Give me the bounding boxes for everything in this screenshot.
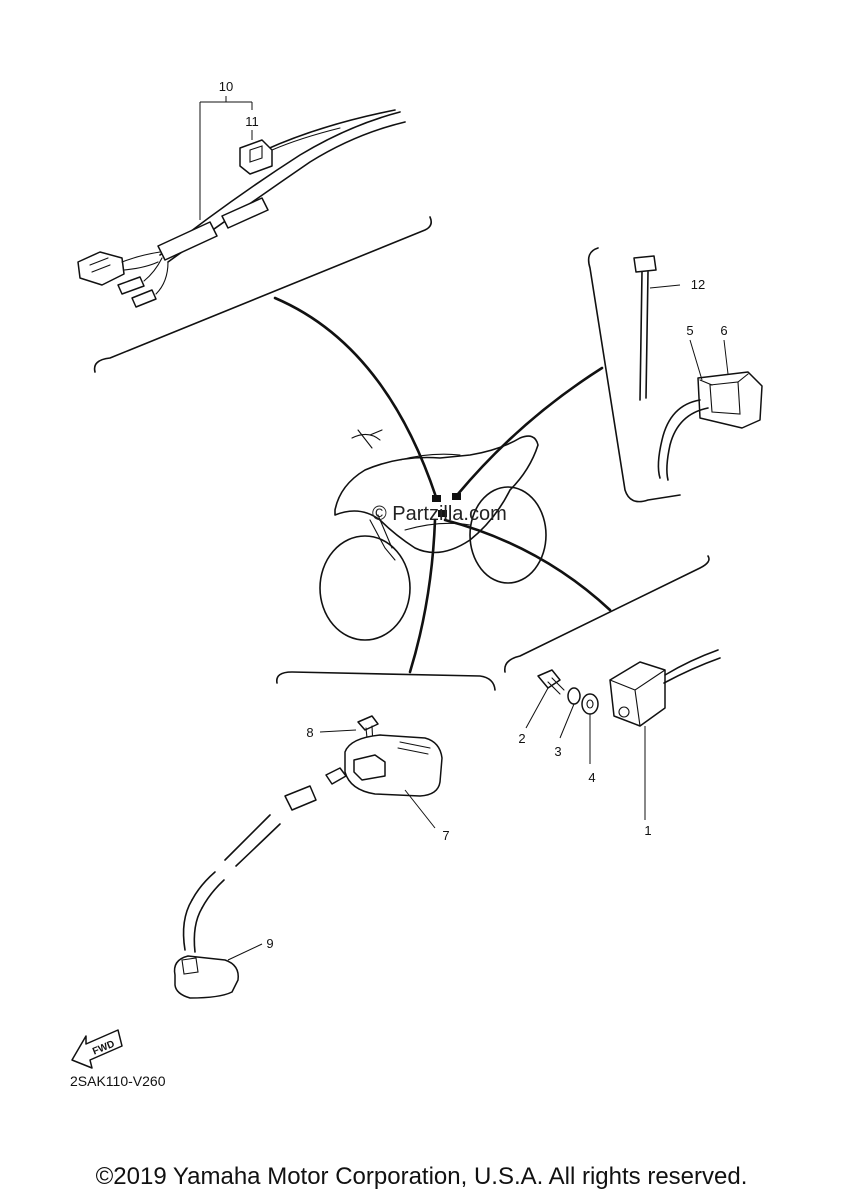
- diagram-code: 2SAK110-V260: [70, 1073, 166, 1089]
- ignition-panel: 8 7 9: [173, 671, 496, 999]
- curve-harness-to-bike: [273, 296, 438, 499]
- harness-panel: 10 11: [77, 79, 432, 373]
- callout-12: 12: [691, 277, 705, 292]
- callout-11: 11: [245, 114, 259, 129]
- coupler-detail: [89, 257, 111, 273]
- relay-cable: [657, 399, 709, 481]
- coil-ribs: [397, 741, 431, 755]
- component-location-3: [438, 510, 447, 517]
- curve-coil-to-bike: [408, 518, 437, 674]
- relay-panel-border: [587, 247, 681, 503]
- bullet-terminal-2: [131, 289, 157, 308]
- frame-line: [404, 522, 471, 531]
- lead-section-1: [224, 814, 281, 867]
- bullet-terminal-1: [117, 276, 145, 295]
- curve-relay-to-bike: [456, 366, 604, 496]
- coil-terminal: [325, 767, 347, 785]
- copyright-notice: ©2019 Yamaha Motor Corporation, U.S.A. A…: [95, 1163, 748, 1190]
- callout-4: 4: [588, 770, 595, 785]
- harness-sleeve-1: [157, 221, 218, 261]
- rear-wheel: [469, 486, 547, 584]
- cdi-unit-part-1: [609, 661, 666, 727]
- cdi-unit-mount: [618, 706, 630, 718]
- front-wheel: [319, 535, 411, 641]
- callout-7: 7: [442, 828, 449, 843]
- callout-10: 10: [219, 79, 233, 94]
- callout-bracket-10: [199, 96, 253, 220]
- wire-branch: [264, 109, 396, 151]
- cable-tie-strap: [639, 271, 649, 401]
- cdi-unit-edges: [609, 669, 666, 727]
- cdi-panel: 2 3 4 1: [503, 555, 721, 838]
- connector-part-11: [239, 139, 273, 175]
- leader-8: [319, 729, 357, 733]
- curve-cdi-to-bike: [443, 518, 612, 612]
- leader-12: [649, 284, 681, 289]
- bike-body: [334, 435, 539, 554]
- lead-section-2: [191, 871, 225, 909]
- callout-9: 9: [266, 936, 273, 951]
- handlebar: [351, 429, 383, 449]
- relay-panel: 12 5 6: [587, 247, 763, 503]
- bolt-part-2: [537, 669, 561, 689]
- callout-8: 8: [306, 725, 313, 740]
- plug-cap-boot: [181, 957, 199, 975]
- callout-3: 3: [554, 744, 561, 759]
- callout-6: 6: [720, 323, 727, 338]
- washer-4-hole: [586, 699, 594, 709]
- motorcycle-silhouette: [319, 429, 547, 641]
- callout-1: 1: [644, 823, 651, 838]
- cable-tie-head: [633, 255, 657, 273]
- leaders-5-6: [689, 339, 729, 381]
- connector-11-wire: [271, 127, 341, 151]
- component-location-2: [452, 493, 461, 500]
- bolt-2-thread: [547, 677, 565, 695]
- leader-9: [227, 943, 263, 961]
- ignition-coil-part-7: [344, 734, 443, 797]
- relay-front-face: [709, 381, 741, 415]
- callout-2: 2: [518, 731, 525, 746]
- lead-section-3: [182, 899, 203, 953]
- cdi-leaders: [525, 687, 646, 820]
- component-location-1: [432, 495, 441, 502]
- bullet-leads: [143, 257, 169, 295]
- lead-connector: [284, 785, 317, 811]
- fork-and-seat: [369, 453, 461, 561]
- cdi-panel-border: [503, 555, 710, 673]
- ignition-panel-border: [275, 671, 496, 691]
- cdi-unit-cable: [663, 649, 721, 684]
- coupler-leads: [121, 251, 161, 271]
- harness-sleeve-2: [221, 197, 269, 229]
- relay-part-5-6: [697, 371, 763, 429]
- washer-part-3: [567, 687, 581, 705]
- relay-edges: [699, 373, 749, 386]
- wire-harness-upper: [159, 111, 401, 256]
- harness-panel-border: [93, 216, 432, 373]
- spark-plug-cap-part-9: [173, 955, 239, 999]
- watermark: © Partzilla.com: [372, 503, 507, 525]
- leader-7: [404, 789, 436, 829]
- connector-11-detail: [249, 145, 263, 163]
- callout-5: 5: [686, 323, 693, 338]
- screw-part-8: [357, 715, 379, 731]
- fwd-arrow-shape: [71, 1029, 123, 1069]
- washer-part-4: [581, 693, 599, 715]
- coil-bracket: [353, 754, 386, 781]
- fwd-arrow-icon: FWD: [71, 1029, 123, 1069]
